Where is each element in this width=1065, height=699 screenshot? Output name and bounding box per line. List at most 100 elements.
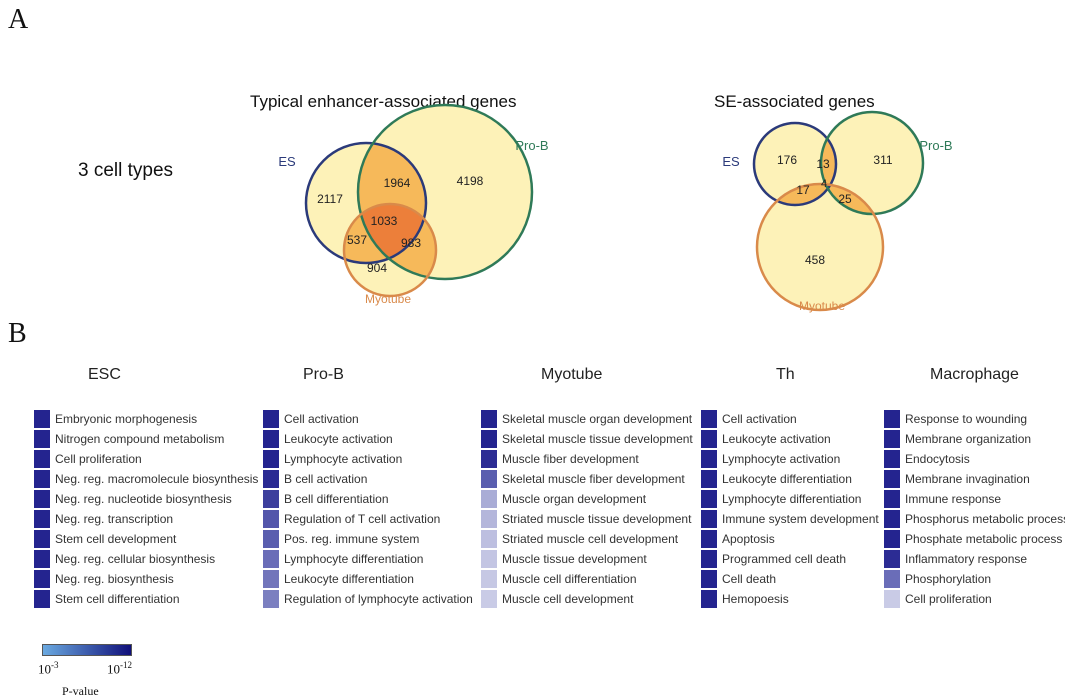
go-term-label: Striated muscle cell development	[502, 532, 679, 546]
venn-typical-count-myo-only: 904	[367, 261, 387, 275]
p-value-swatch	[701, 410, 717, 428]
p-value-swatch	[701, 470, 717, 488]
go-term-label: Response to wounding	[905, 412, 1028, 426]
go-term: Lymphocyte activation	[701, 449, 879, 469]
go-term-label: Immune system development	[722, 512, 879, 526]
p-value-swatch	[884, 430, 900, 448]
go-term: Leukocyte differentiation	[701, 469, 879, 489]
go-term: Pos. reg. immune system	[263, 529, 473, 549]
p-value-swatch	[34, 470, 50, 488]
p-value-swatch	[263, 450, 279, 468]
p-value-swatch	[263, 410, 279, 428]
p-value-swatch	[263, 470, 279, 488]
go-term-label: Leukocyte differentiation	[722, 472, 852, 486]
venn-typical: ES Pro-B Myotube 2117 1964 4198 1033 537…	[278, 103, 549, 306]
venn-typical-count-prob-only: 4198	[457, 174, 484, 188]
go-term: Cell death	[701, 569, 879, 589]
go-term: Membrane invagination	[884, 469, 1065, 489]
go-term: Regulation of T cell activation	[263, 509, 473, 529]
row-label-3-cell-types: 3 cell types	[78, 160, 174, 181]
go-term: B cell activation	[263, 469, 473, 489]
go-term: Phosphorus metabolic process	[884, 509, 1065, 529]
go-term-label: Cell death	[722, 572, 777, 586]
go-term-label: Apoptosis	[722, 532, 775, 546]
go-term-label: Membrane invagination	[905, 472, 1030, 486]
go-term: Neg. reg. cellular biosynthesis	[34, 549, 258, 569]
go-term: Membrane organization	[884, 429, 1065, 449]
go-term: Regulation of lymphocyte activation	[263, 589, 473, 609]
go-column-title-prob: Pro-B	[303, 366, 344, 383]
venn-typical-count-es-myo: 537	[347, 233, 367, 247]
go-term-label: Regulation of T cell activation	[284, 512, 441, 526]
go-term: Skeletal muscle organ development	[481, 409, 693, 429]
p-value-swatch	[701, 450, 717, 468]
legend-high-tick: 10-12	[107, 660, 132, 677]
go-term-label: Nitrogen compound metabolism	[55, 432, 225, 446]
go-term-label: Phosphorylation	[905, 572, 992, 586]
venn-se-myo-fill	[757, 184, 883, 310]
go-term: Neg. reg. nucleotide biosynthesis	[34, 489, 258, 509]
p-value-swatch	[263, 510, 279, 528]
go-term-label: Stem cell differentiation	[55, 592, 180, 606]
p-value-swatch	[263, 490, 279, 508]
venn-typical-myo-circle	[342, 202, 438, 298]
venn-typical-count-all: 1033	[371, 214, 398, 228]
p-value-swatch	[884, 470, 900, 488]
venn-typical-es-label: ES	[278, 154, 296, 169]
p-value-swatch	[481, 530, 497, 548]
p-value-swatch	[884, 510, 900, 528]
p-value-swatch	[263, 430, 279, 448]
go-term: Lymphocyte activation	[263, 449, 473, 469]
panel-b-letter: B	[8, 318, 27, 349]
p-value-swatch	[884, 530, 900, 548]
go-term-label: Phosphorus metabolic process	[905, 512, 1065, 526]
go-term: Response to wounding	[884, 409, 1065, 429]
go-term-label: Immune response	[905, 492, 1002, 506]
go-term-label: Muscle cell development	[502, 592, 634, 606]
venn-typical-es-circle	[304, 141, 428, 265]
go-term: Stem cell development	[34, 529, 258, 549]
venn-typical-count-es-only: 2117	[317, 192, 343, 206]
go-term: Skeletal muscle tissue development	[481, 429, 693, 449]
go-term: Nitrogen compound metabolism	[34, 429, 258, 449]
venn-se-count-es-myo: 17	[796, 183, 810, 197]
venn-diagrams: ES Pro-B Myotube 2117 1964 4198 1033 537…	[278, 103, 953, 313]
p-value-swatch	[34, 530, 50, 548]
p-value-swatch	[481, 590, 497, 608]
go-term-label: Muscle tissue development	[502, 552, 647, 566]
legend-low-tick: 10-3	[38, 660, 59, 677]
go-term: Embryonic morphogenesis	[34, 409, 258, 429]
go-term-label: Striated muscle tissue development	[502, 512, 692, 526]
p-value-swatch	[481, 550, 497, 568]
go-term-label: Leukocyte activation	[284, 432, 393, 446]
go-term: Muscle cell differentiation	[481, 569, 693, 589]
venn-se-count-es-prob: 13	[816, 157, 830, 171]
go-term: Cell proliferation	[884, 589, 1065, 609]
go-term: Muscle tissue development	[481, 549, 693, 569]
go-term: Hemopoesis	[701, 589, 879, 609]
go-term-label: Stem cell development	[55, 532, 177, 546]
go-term: Neg. reg. macromolecule biosynthesis	[34, 469, 258, 489]
venn-typical-count-prob-myo: 983	[401, 236, 421, 250]
go-column-title-th: Th	[776, 366, 795, 383]
go-term: Programmed cell death	[701, 549, 879, 569]
p-value-swatch	[701, 570, 717, 588]
go-term-label: Muscle cell differentiation	[502, 572, 637, 586]
p-value-swatch	[481, 490, 497, 508]
venn-typical-all-region	[358, 204, 426, 263]
go-term: Cell proliferation	[34, 449, 258, 469]
go-term: Neg. reg. biosynthesis	[34, 569, 258, 589]
go-term-label: B cell differentiation	[284, 492, 389, 506]
go-term-label: Phosphate metabolic process	[905, 532, 1063, 546]
p-value-swatch	[481, 450, 497, 468]
go-term-label: Neg. reg. transcription	[55, 512, 174, 526]
venn-se-count-prob-myo: 25	[838, 192, 852, 206]
go-term: Striated muscle cell development	[481, 529, 693, 549]
go-term-label: Skeletal muscle fiber development	[502, 472, 685, 486]
go-term-label: Leukocyte differentiation	[284, 572, 414, 586]
go-column-title-myotube: Myotube	[541, 366, 603, 383]
panel-a-letter: A	[8, 4, 29, 35]
go-term-label: Neg. reg. biosynthesis	[55, 572, 174, 586]
